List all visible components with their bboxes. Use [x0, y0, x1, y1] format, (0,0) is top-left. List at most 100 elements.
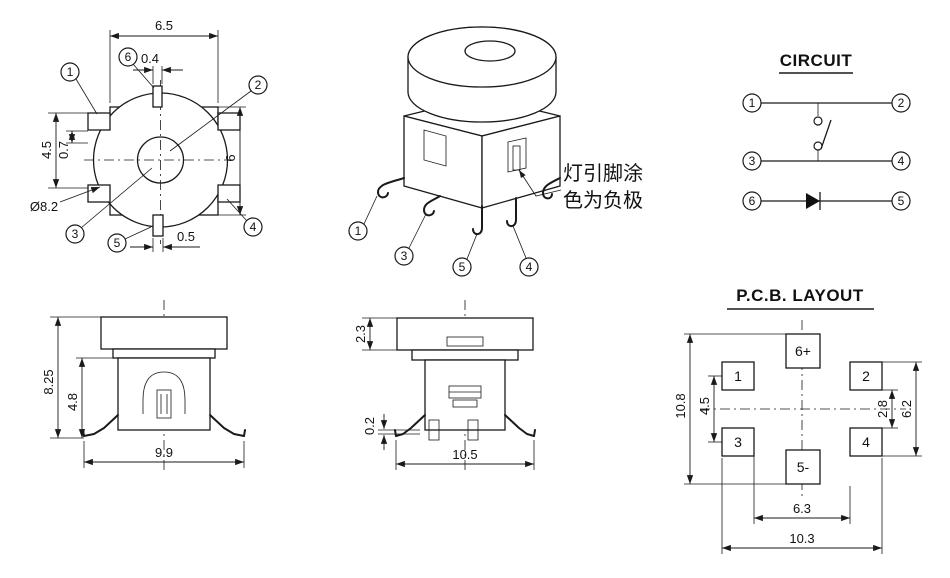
pin-4: 4 [898, 154, 905, 168]
pad-2 [849, 361, 883, 391]
callout-2-circle [248, 75, 268, 95]
body [424, 359, 506, 431]
dim-col-span: 6.2 [899, 400, 914, 418]
callout-6-circle [118, 47, 138, 67]
dim-body-height: 6 [223, 154, 238, 161]
dim-total-height: 8.25 [41, 369, 56, 394]
callout-6: 6 [125, 50, 132, 64]
dim-pad-gap: 2.8 [875, 400, 890, 418]
dim-overall-width: 10.3 [789, 531, 814, 546]
pad-6 [785, 333, 821, 369]
dim-standoff: 0.2 [362, 417, 377, 435]
dim-pad-offset: 0.7 [56, 141, 71, 159]
left-leg [395, 414, 426, 437]
callout-3: 3 [401, 249, 408, 263]
dim-cap-height: 2.3 [353, 325, 368, 343]
keycap [100, 316, 228, 350]
right-leg [504, 414, 535, 437]
pcb-layout: P.C.B. LAYOUT 6+ 1 2 3 4 5- 10.8 4.5 2.8 [673, 286, 922, 554]
left-leg [83, 414, 119, 437]
leg-4 [506, 197, 517, 228]
switch-blade [820, 119, 832, 150]
dim-body-height: 4.8 [65, 393, 80, 411]
pad-2-label: 2 [862, 368, 870, 384]
pad-3-label: 3 [734, 434, 742, 450]
leg-5 [472, 205, 483, 236]
flange [112, 348, 216, 359]
keycap-slot [446, 336, 484, 347]
callout-4-circle [243, 217, 263, 237]
pin-2-circle [891, 93, 911, 113]
pin-6-circle [742, 191, 762, 211]
button-top [407, 26, 557, 88]
terminal-pad-2 [217, 112, 241, 131]
callout-1: 1 [355, 224, 362, 238]
callout-1-circle [60, 62, 80, 82]
led-note-line1: 灯引脚涂 [563, 161, 643, 185]
dim-top-tab: 0.4 [141, 51, 159, 66]
pin-5-circle [891, 191, 911, 211]
side-view: 2.3 0.2 10.5 [353, 300, 536, 472]
note-leader [518, 169, 562, 197]
pin-1: 1 [749, 96, 756, 110]
pad-5 [785, 449, 821, 485]
keycap [396, 317, 534, 351]
dim-diameter: Ø8.2 [30, 199, 58, 214]
pad-1 [721, 361, 755, 391]
led-pin-detail [512, 145, 521, 171]
top-tab [152, 85, 163, 108]
dim-inner-width: 6.3 [793, 501, 811, 516]
led-note-line2: 色为负极 [563, 188, 643, 212]
dim-body-width: 6.5 [155, 18, 173, 33]
dim-width: 10.5 [452, 447, 477, 462]
pad-1-label: 1 [734, 368, 742, 384]
pad-3 [721, 427, 755, 457]
callout-5: 5 [114, 236, 121, 250]
pin-3-circle [742, 151, 762, 171]
leg-3 [423, 195, 441, 217]
pin-5: 5 [898, 194, 905, 208]
pin-4-circle [891, 151, 911, 171]
pad-4 [849, 427, 883, 457]
left-slot [423, 129, 447, 167]
iso-view: 1 3 5 4 灯引脚涂 色为负极 [348, 26, 643, 277]
leg-1 [377, 177, 405, 199]
callout-3: 3 [72, 227, 79, 241]
dome [142, 371, 186, 414]
callout-1: 1 [67, 65, 74, 79]
body [117, 357, 211, 431]
flange [411, 349, 519, 361]
dim-pad-span: 4.5 [39, 141, 54, 159]
front-pin-right [467, 419, 479, 441]
pad-5-label: 5- [797, 459, 810, 475]
dim-overall-height: 10.8 [673, 393, 688, 418]
front-view: 8.25 4.8 9.9 [41, 300, 246, 472]
button-hole [464, 40, 516, 62]
pin-2: 2 [898, 96, 905, 110]
callout-1-circle [348, 221, 368, 241]
dim-width: 9.9 [155, 445, 173, 460]
right-slot [507, 137, 527, 173]
pcb-title: P.C.B. LAYOUT [736, 286, 864, 305]
top-view: 6.5 0.4 4.5 0.7 Ø8.2 6 0.5 1 [30, 18, 268, 253]
led-symbol [806, 193, 820, 209]
pin-3: 3 [749, 154, 756, 168]
front-pin-left [428, 419, 440, 441]
callout-4: 4 [526, 260, 533, 274]
led-window [156, 389, 172, 419]
dim-bottom-tab: 0.5 [177, 229, 195, 244]
pad-6-label: 6+ [795, 343, 811, 359]
callout-5-circle [107, 233, 127, 253]
terminal-pad-4 [217, 184, 241, 203]
pin-1-circle [742, 93, 762, 113]
right-leg [209, 414, 245, 437]
callout-4: 4 [250, 220, 257, 234]
pad-4-label: 4 [862, 434, 870, 450]
circuit-title: CIRCUIT [780, 51, 853, 70]
callout-4-circle [519, 257, 539, 277]
contact-upper [813, 116, 823, 126]
dim-row-pitch: 4.5 [697, 397, 712, 415]
pin-6: 6 [749, 194, 756, 208]
